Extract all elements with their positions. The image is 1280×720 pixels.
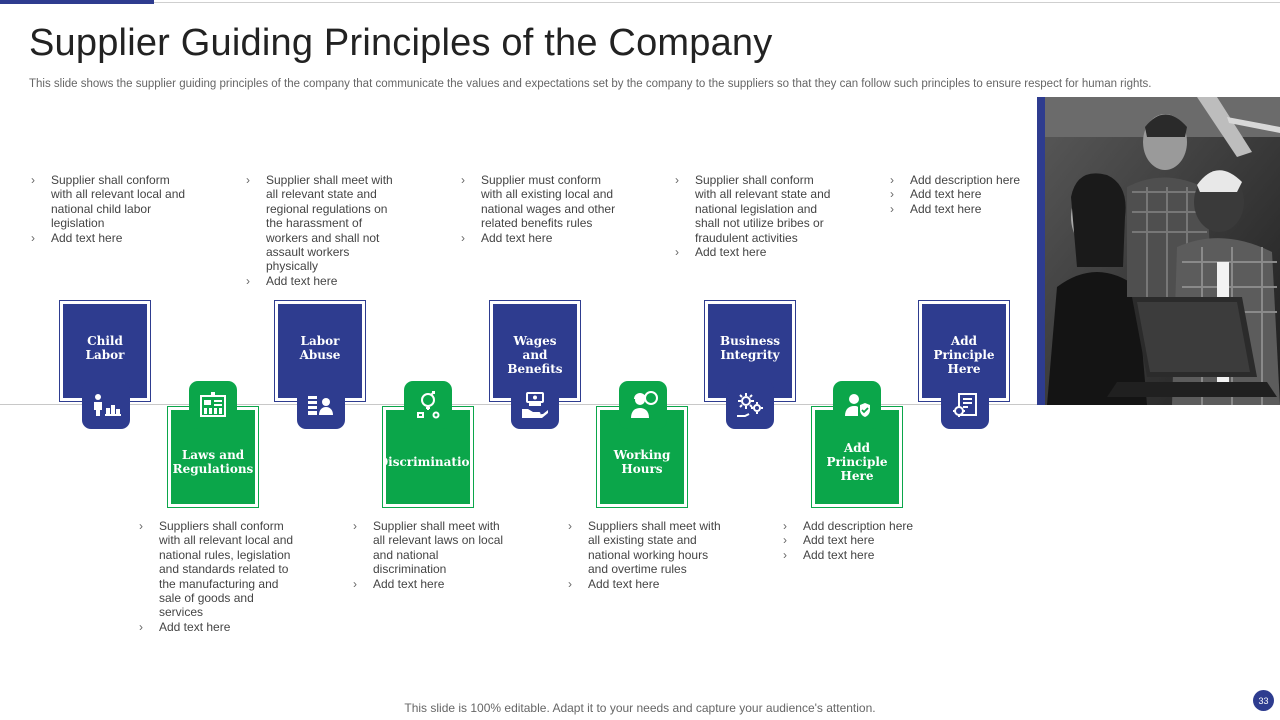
list-item: Suppliers shall meet with all existing s… <box>566 519 726 577</box>
top-accent-bar <box>0 0 154 4</box>
gender-symbols-icon <box>404 381 452 429</box>
bullets-add-principle-blue: Add description here Add text here Add t… <box>888 173 1038 217</box>
page-title: Supplier Guiding Principles of the Compa… <box>29 22 773 64</box>
list-item: Add text here <box>459 231 619 246</box>
list-item: Add text here <box>244 274 404 289</box>
list-item: Supplier shall meet with all relevant st… <box>244 173 404 274</box>
law-building-icon <box>189 381 237 429</box>
list-item: Add text here <box>781 548 941 563</box>
bullets-wages-benefits: Supplier must conform with all existing … <box>459 173 619 245</box>
principle-box-business-integrity: Business Integrity <box>704 300 796 402</box>
list-item: Add text here <box>888 202 1038 217</box>
list-item: Add description here <box>781 519 941 534</box>
list-item: Supplier shall conform with all relevant… <box>673 173 833 245</box>
user-shield-icon <box>833 381 881 429</box>
list-item: Add text here <box>673 245 833 260</box>
bullets-discrimination: Supplier shall meet with all relevant la… <box>351 519 511 591</box>
photo-frame-accent <box>1037 97 1045 405</box>
principle-box-labor-abuse: Labor Abuse <box>274 300 366 402</box>
bullets-working-hours: Suppliers shall meet with all existing s… <box>566 519 726 591</box>
bullets-child-labor: Supplier shall conform with all relevant… <box>29 173 189 245</box>
list-item: Add text here <box>781 533 941 548</box>
bullets-laws-regulations: Suppliers shall conform with all relevan… <box>137 519 297 635</box>
child-labor-icon <box>82 381 130 429</box>
list-item: Supplier must conform with all existing … <box>459 173 619 231</box>
footer-note: This slide is 100% editable. Adapt it to… <box>404 701 876 715</box>
list-item: Add text here <box>888 187 1038 202</box>
gears-hand-icon <box>726 381 774 429</box>
page-subtitle: This slide shows the supplier guiding pr… <box>29 78 1152 90</box>
list-item: Supplier shall conform with all relevant… <box>29 173 189 231</box>
worker-clock-icon <box>619 381 667 429</box>
page-number-badge: 33 <box>1253 690 1274 711</box>
list-item: Add text here <box>29 231 189 246</box>
list-item: Add description here <box>888 173 1038 188</box>
labor-abuse-icon <box>297 381 345 429</box>
top-rule <box>154 2 1280 3</box>
list-item: Add text here <box>137 620 297 635</box>
team-photo-illustration <box>1037 97 1280 405</box>
principle-box-add-principle-green: Add Principle Here <box>811 406 903 508</box>
team-photo <box>1037 97 1280 405</box>
bullets-labor-abuse: Supplier shall meet with all relevant st… <box>244 173 404 289</box>
list-item: Supplier shall meet with all relevant la… <box>351 519 511 577</box>
list-item: Suppliers shall conform with all relevan… <box>137 519 297 620</box>
list-item: Add text here <box>351 577 511 592</box>
list-item: Add text here <box>566 577 726 592</box>
settings-document-icon <box>941 381 989 429</box>
bullets-business-integrity: Supplier shall conform with all relevant… <box>673 173 833 260</box>
bullets-add-principle-green: Add description here Add text here Add t… <box>781 519 941 563</box>
money-hand-icon <box>511 381 559 429</box>
